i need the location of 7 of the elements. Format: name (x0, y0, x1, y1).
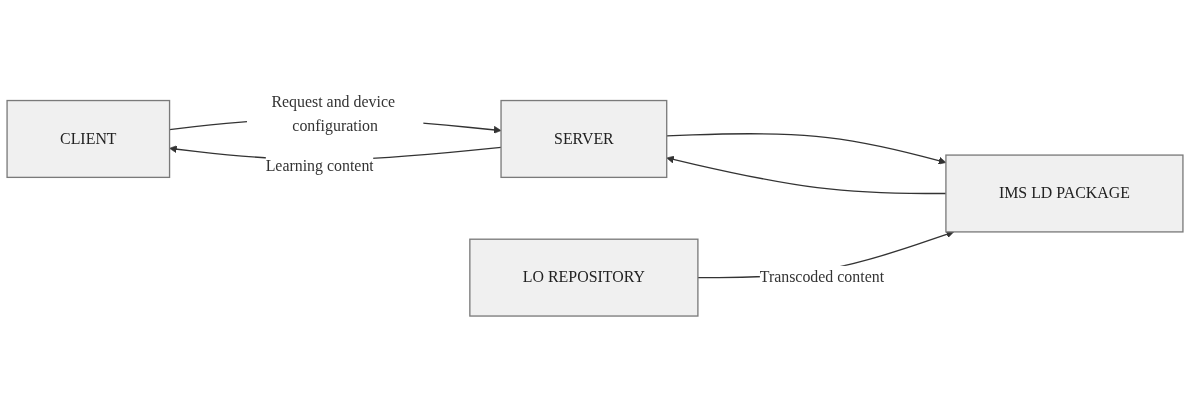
node-box: LO REPOSITORY (469, 238, 699, 317)
edge-label: Learning content (265, 156, 374, 175)
node-box: IMS LD PACKAGE (945, 154, 1184, 233)
node-box: CLIENT (6, 99, 171, 179)
edge-label: Transcoded content (759, 268, 885, 287)
node-box: SERVER (500, 99, 668, 179)
edge-label: Request and device configuration (271, 92, 395, 135)
